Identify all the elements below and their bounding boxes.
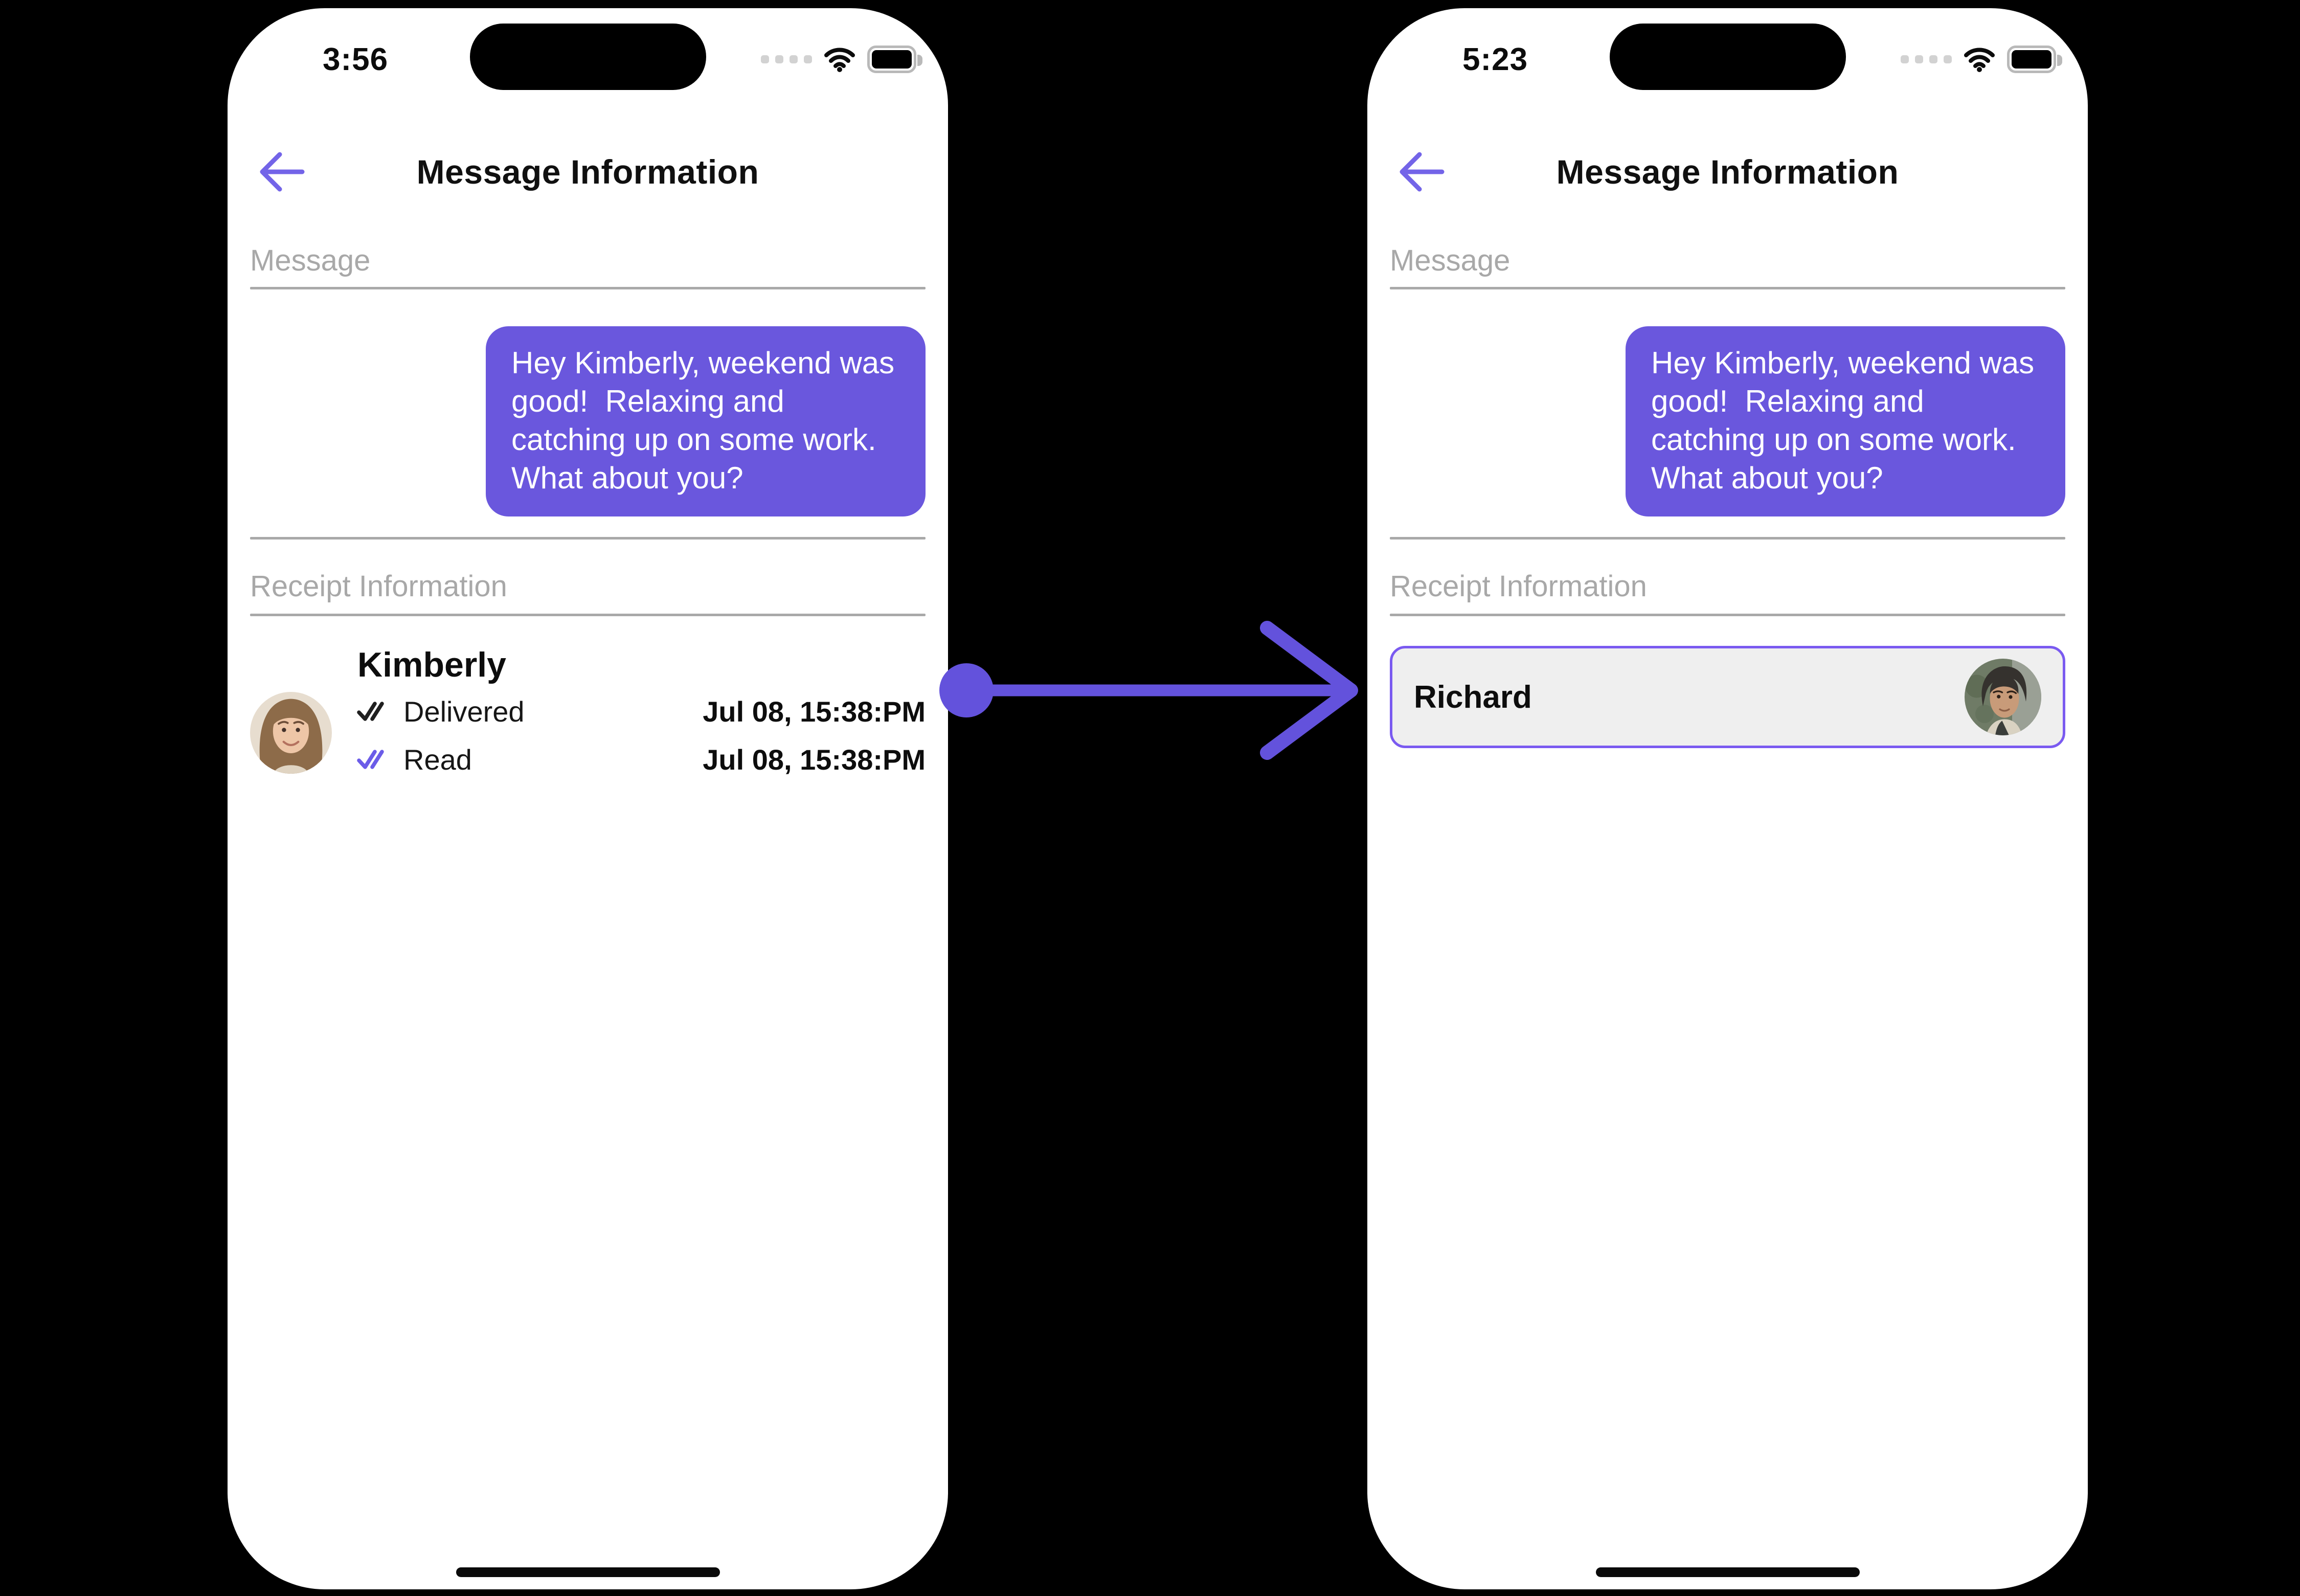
home-indicator[interactable] [456, 1567, 720, 1577]
dynamic-island [469, 24, 706, 90]
page-title: Message Information [1556, 153, 1899, 191]
screen-left: 3:56 [228, 8, 948, 1589]
message-bubble-row: Hey Kimberly, weekend was good! Relaxing… [250, 326, 926, 516]
message-section-label: Message [1390, 244, 1510, 277]
contact-body: Delivered Jul 08, 15:38:PM Read [250, 692, 926, 776]
battery-icon [867, 46, 922, 73]
cellular-signal-icon [761, 55, 812, 63]
back-arrow-icon [1400, 152, 1445, 192]
section-divider [1390, 537, 2065, 540]
receipt-section-label: Receipt Information [250, 570, 507, 603]
contact-avatar [1965, 659, 2041, 735]
status-bar: 5:23 [1390, 8, 2065, 110]
contact-avatar [250, 692, 332, 774]
section-divider [250, 537, 926, 540]
header: Message Information [1390, 145, 2065, 198]
delivered-double-check-icon [356, 700, 386, 723]
receipt-contact-card[interactable]: Richard [1390, 646, 2065, 748]
contact-name: Kimberly [357, 645, 506, 684]
receipt-timestamp: Jul 08, 15:38:PM [703, 695, 926, 728]
section-divider [250, 287, 926, 289]
screen-right: 5:23 [1367, 8, 2088, 1589]
status-icons [761, 46, 922, 73]
message-bubble: Hey Kimberly, weekend was good! Relaxing… [1626, 326, 2065, 516]
receipt-row-delivered: Delivered Jul 08, 15:38:PM [356, 695, 926, 728]
cellular-signal-icon [1901, 55, 1952, 63]
battery-icon [2007, 46, 2062, 73]
status-bar: 3:56 [250, 8, 926, 110]
flow-arrow [939, 621, 1358, 760]
back-button[interactable] [1393, 145, 1446, 198]
section-divider [1390, 287, 2065, 289]
dynamic-island [1609, 24, 1846, 90]
section-divider [1390, 614, 2065, 616]
back-arrow-icon [260, 152, 305, 192]
receipt-section-label: Receipt Information [1390, 570, 1647, 603]
receipt-status-label: Read [403, 743, 472, 776]
receipt-status-label: Delivered [403, 695, 525, 728]
contact-name: Richard [1414, 679, 1532, 715]
receipt-row-read: Read Jul 08, 15:38:PM [356, 743, 926, 776]
section-divider [250, 614, 926, 616]
header: Message Information [250, 145, 926, 198]
receipt-contact-block: Kimberly [250, 645, 926, 776]
wifi-icon [823, 47, 856, 72]
woman-avatar-illustration [250, 692, 332, 774]
read-double-check-icon [356, 748, 386, 771]
status-time: 5:23 [1462, 41, 1528, 77]
phone-left: 3:56 [228, 8, 948, 1589]
message-bubble-row: Hey Kimberly, weekend was good! Relaxing… [1390, 326, 2065, 516]
status-time: 3:56 [323, 41, 389, 77]
wifi-icon [1963, 47, 1996, 72]
message-bubble: Hey Kimberly, weekend was good! Relaxing… [486, 326, 926, 516]
receipt-rows: Delivered Jul 08, 15:38:PM Read [356, 695, 926, 776]
back-button[interactable] [253, 145, 306, 198]
page-title: Message Information [416, 153, 759, 191]
home-indicator[interactable] [1595, 1567, 1860, 1577]
phone-right: 5:23 [1367, 8, 2088, 1589]
man-avatar-illustration [1965, 659, 2041, 735]
message-section-label: Message [250, 244, 371, 277]
receipt-timestamp: Jul 08, 15:38:PM [703, 743, 926, 776]
status-icons [1901, 46, 2062, 73]
